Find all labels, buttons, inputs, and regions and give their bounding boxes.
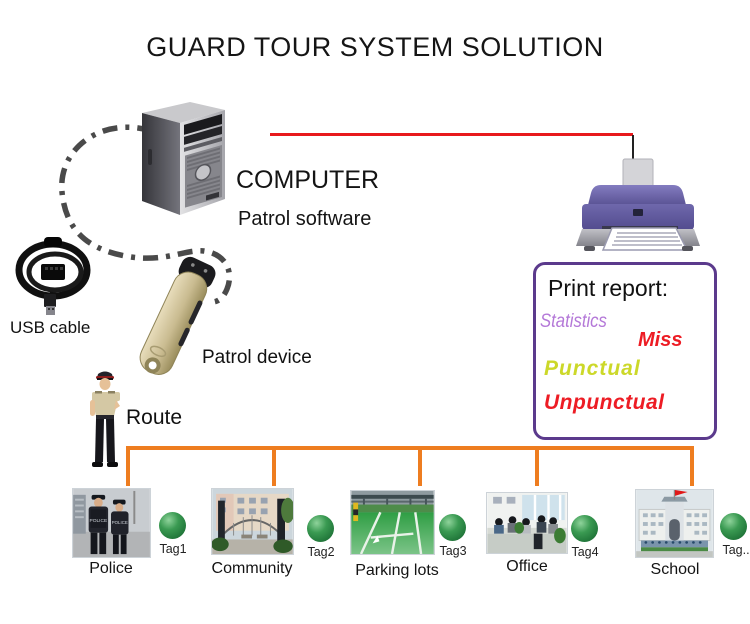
parking-lots-photo	[350, 490, 435, 555]
printer-icon	[576, 158, 700, 251]
report-item-unpunctual: Unpunctual	[544, 391, 665, 414]
tag4-label: Tag4	[571, 545, 599, 559]
computer-printer-link-line	[270, 133, 633, 136]
patrol-device-icon	[139, 256, 216, 375]
tag4-sphere-icon	[571, 515, 598, 542]
tag1-sphere-icon	[159, 512, 186, 539]
community-photo	[211, 488, 294, 555]
patrol-software-label: Patrol software	[238, 208, 372, 230]
printer-drop-line	[632, 135, 634, 161]
svg-text:POLICE: POLICE	[112, 520, 128, 525]
print-report-box: Print report: Statistics Miss Punctual U…	[533, 262, 717, 440]
tag3-label: Tag3	[439, 544, 467, 558]
route-drop-community	[272, 446, 276, 486]
usb-cable-icon	[15, 237, 91, 315]
route-drop-office	[535, 446, 539, 486]
route-drop-parking	[418, 446, 422, 486]
tag1-label: Tag1	[159, 542, 187, 556]
location-label-community: Community	[211, 560, 293, 577]
police-photo: POLICE POLICE	[72, 488, 151, 558]
route-label: Route	[126, 406, 183, 429]
page-title: GUARD TOUR SYSTEM SOLUTION	[146, 32, 604, 62]
patrol-device-label: Patrol device	[202, 347, 312, 368]
computer-label: COMPUTER	[236, 166, 380, 194]
tag2-sphere-icon	[307, 515, 334, 542]
usb-cable-label: USB cable	[10, 318, 91, 337]
print-report-title: Print report:	[548, 275, 669, 301]
svg-text:POLICE: POLICE	[89, 518, 108, 524]
route-drop-school	[690, 446, 694, 486]
location-label-school: School	[650, 561, 700, 578]
guard-figure	[90, 371, 120, 467]
location-label-police: Police	[89, 560, 133, 577]
route-bracket-line	[126, 446, 694, 450]
report-item-miss: Miss	[638, 329, 683, 351]
tag5-sphere-icon	[720, 513, 747, 540]
location-label-office: Office	[506, 558, 548, 575]
computer-tower-icon	[142, 102, 225, 215]
report-item-punctual: Punctual	[544, 357, 641, 380]
route-drop-police	[126, 446, 130, 486]
office-photo	[486, 492, 568, 554]
report-item-statistics: Statistics	[540, 311, 607, 332]
tag3-sphere-icon	[439, 514, 466, 541]
tag5-label: Tag..	[722, 543, 750, 557]
location-label-parking-lots: Parking lots	[355, 562, 439, 579]
tag2-label: Tag2	[307, 545, 335, 559]
school-photo	[635, 489, 714, 558]
